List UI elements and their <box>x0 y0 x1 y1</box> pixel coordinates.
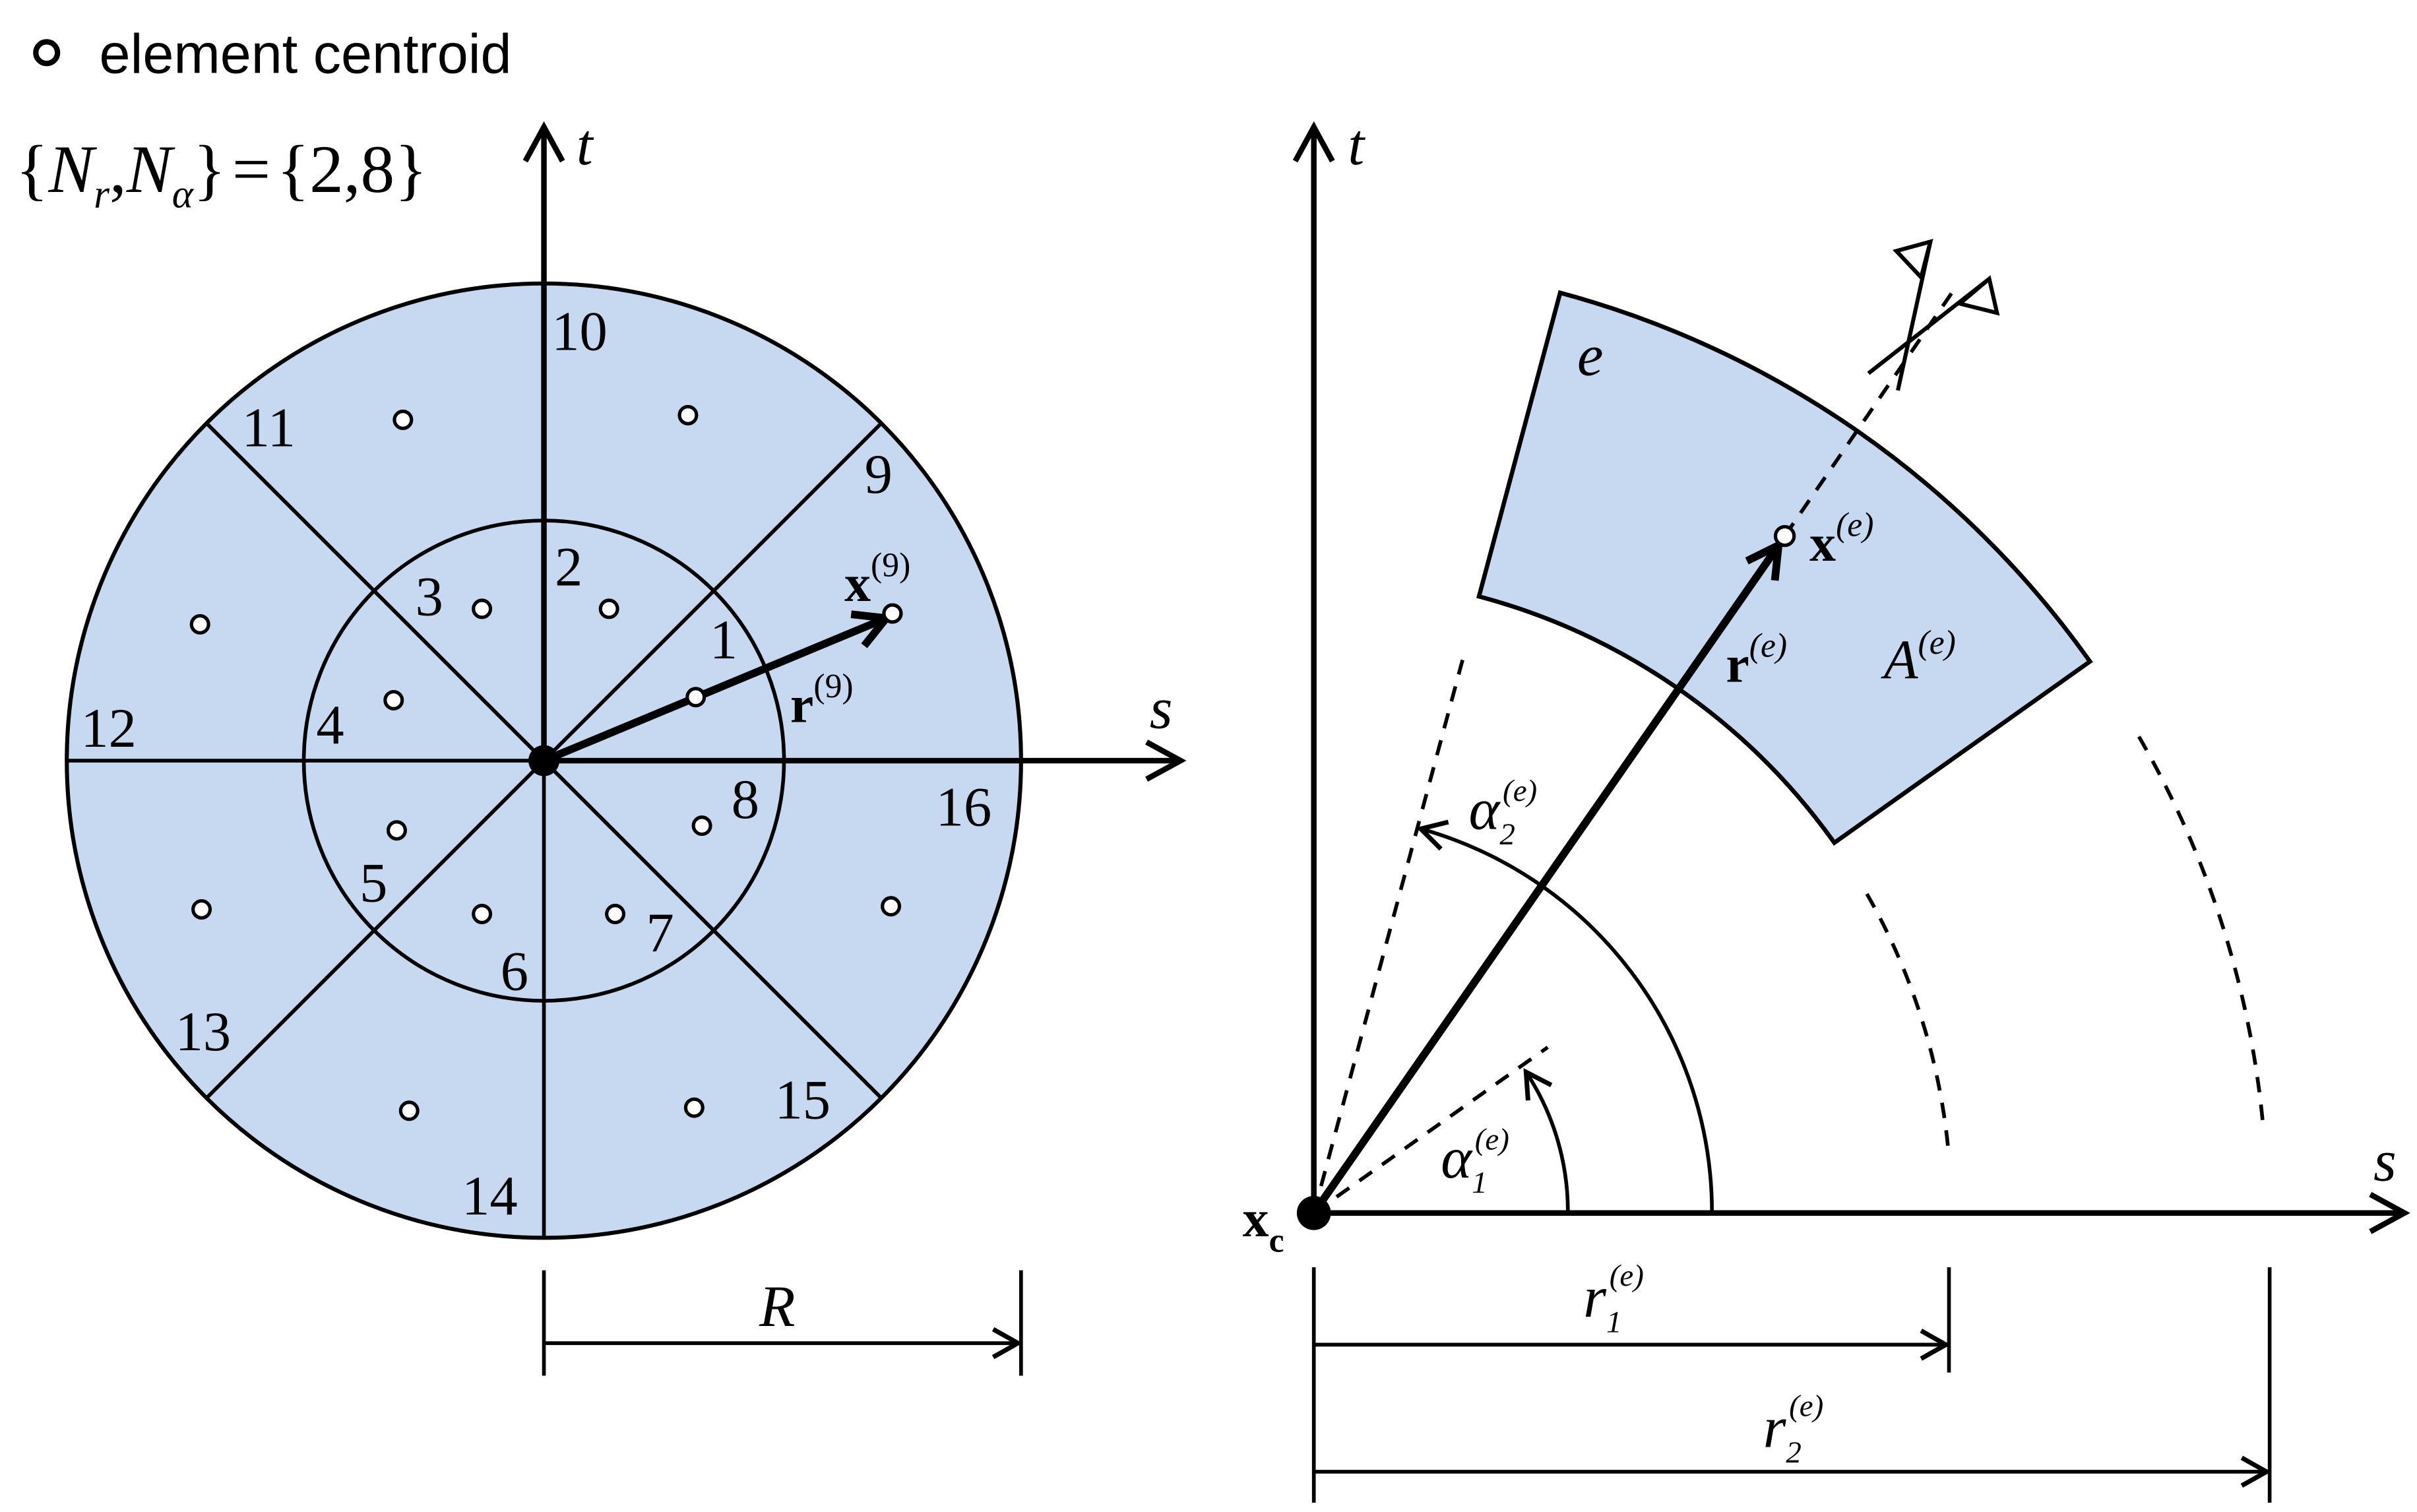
t-axis-label-left: t <box>577 112 594 177</box>
element-number-5: 5 <box>360 853 387 914</box>
area-label: A(e) <box>1881 624 1956 691</box>
formula-sub-r: r <box>94 173 110 217</box>
direction-flags-icon <box>1867 239 2000 391</box>
r9-vector <box>542 610 894 765</box>
legend: element centroid <box>33 22 512 84</box>
t-axis-label-right: t <box>1348 112 1365 177</box>
formula-n-r: N <box>47 132 97 207</box>
element-number-15: 15 <box>774 1070 831 1131</box>
element-number-14: 14 <box>462 1166 518 1227</box>
formula-n-alpha: N <box>126 132 175 207</box>
centroid-marker <box>383 689 404 710</box>
radial-dimensions: r1(e) r2(e) <box>1311 1259 2272 1503</box>
element-number-10: 10 <box>551 301 608 363</box>
s-axis-label-left: s <box>1150 676 1173 741</box>
x9-label: x(9) <box>844 547 910 614</box>
formula-comma: , <box>110 132 127 207</box>
hollow-circle-icon <box>33 39 61 67</box>
origin-point <box>1296 1195 1331 1230</box>
legend-label: element centroid <box>100 22 512 84</box>
formula-rbrace: } <box>193 132 226 207</box>
element-number-4: 4 <box>316 695 344 756</box>
alpha2-dashed-ray <box>1311 659 1464 1214</box>
formula-sub-alpha: α <box>172 173 195 217</box>
centroid-marker <box>392 409 414 430</box>
xe-label: x(e) <box>1809 507 1873 573</box>
element-number-7: 7 <box>646 902 674 964</box>
radius-dimension: R <box>542 1270 1023 1376</box>
centroid-marker <box>472 598 493 619</box>
s-axis-label-right: s <box>2373 1128 2397 1193</box>
r1-label: r1(e) <box>1583 1259 1644 1339</box>
element-number-13: 13 <box>175 1001 232 1063</box>
centroid-marker <box>691 815 712 836</box>
origin-label: xc <box>1243 1190 1284 1259</box>
centroid-markers <box>189 404 903 1121</box>
r1-dashed-arc <box>1865 893 1951 1158</box>
re-vector <box>1310 538 1784 1216</box>
r9-midpoint-marker <box>685 687 706 708</box>
element-number-8: 8 <box>732 769 759 831</box>
alpha2-label: α2(e) <box>1469 774 1538 852</box>
formula-equals: = <box>232 132 270 207</box>
right-element-detail: t s e x(e) r(e) A(e) α2(e) α1(e) xc <box>1243 112 2410 1259</box>
x9-centroid-marker <box>882 603 903 624</box>
discretization-formula: {Nr,Nα}={2,8} <box>16 132 427 216</box>
centroid-marker <box>398 1100 420 1121</box>
alpha1-arc <box>1523 1068 1570 1213</box>
center-point <box>528 745 560 776</box>
element-number-16: 16 <box>936 777 992 838</box>
element-label: e <box>1577 323 1604 388</box>
centroid-marker <box>386 820 407 841</box>
centroid-marker <box>605 904 626 925</box>
centroid-marker <box>191 898 212 920</box>
formula-lbrace: { <box>16 132 49 207</box>
alpha1-label: α1(e) <box>1441 1122 1509 1200</box>
alpha2-arc <box>1416 819 1714 1213</box>
r2-label: r2(e) <box>1763 1389 1824 1469</box>
element-e-shape <box>1476 290 2093 846</box>
centroid-marker <box>683 1097 705 1118</box>
element-number-2: 2 <box>555 537 582 598</box>
centroid-marker <box>677 404 699 425</box>
formula-value: {2,8} <box>276 132 427 207</box>
centroid-marker <box>881 896 902 917</box>
radius-label: R <box>759 1274 796 1339</box>
r9-label: r(9) <box>790 668 854 734</box>
element-number-1: 1 <box>710 610 738 671</box>
element-number-11: 11 <box>242 397 296 458</box>
re-label: r(e) <box>1726 627 1787 694</box>
r2-dashed-arc <box>2137 736 2266 1130</box>
element-number-6: 6 <box>501 941 528 1003</box>
xe-centroid-marker <box>1773 524 1796 548</box>
centroid-marker <box>189 614 210 635</box>
centroid-marker <box>472 904 493 925</box>
element-number-9: 9 <box>865 444 893 505</box>
element-number-12: 12 <box>80 698 137 759</box>
centroid-marker <box>598 598 619 619</box>
alpha1-dashed-ray <box>1313 1046 1549 1215</box>
element-number-3: 3 <box>416 566 443 627</box>
